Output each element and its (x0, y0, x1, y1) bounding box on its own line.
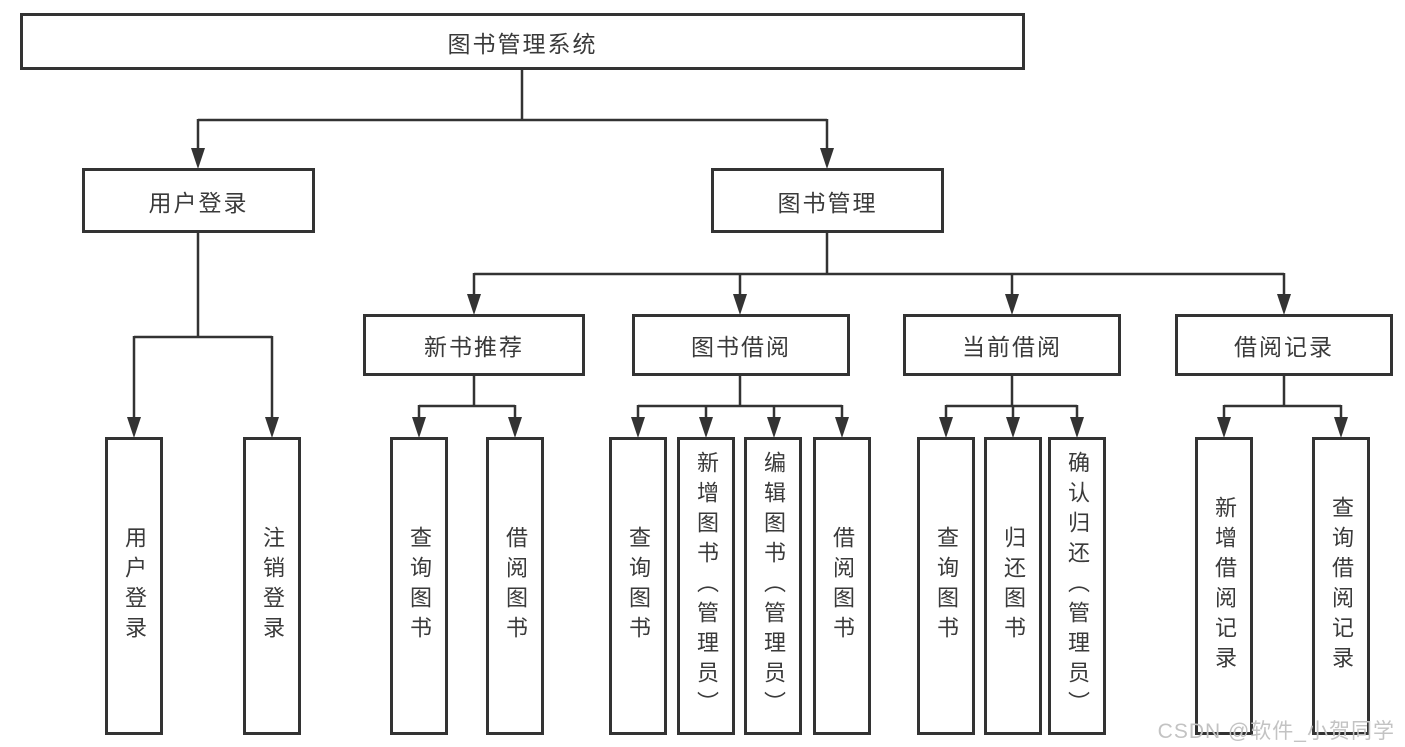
node-library-management-system: 图书管理系统 (20, 13, 1025, 70)
node-borrow-books-recommend: 借阅图书 (486, 437, 544, 735)
node-user-login: 用户登录 (82, 168, 315, 233)
node-label: 查询图书 (934, 526, 959, 646)
node-label: 借阅图书 (830, 526, 855, 646)
node-label: 新书推荐 (424, 334, 524, 360)
node-label: 新增图书（管理员） (694, 451, 719, 721)
node-query-books-recommend: 查询图书 (390, 437, 448, 735)
node-query-books-current: 查询图书 (917, 437, 975, 735)
node-label: 注销登录 (260, 526, 285, 646)
node-label: 借阅记录 (1234, 334, 1334, 360)
node-label: 用户登录 (122, 526, 147, 646)
node-query-books-borrowing: 查询图书 (609, 437, 667, 735)
node-new-book-recommendation: 新书推荐 (363, 314, 585, 376)
node-label: 查询借阅记录 (1329, 496, 1354, 676)
node-user-login-leaf: 用户登录 (105, 437, 163, 735)
node-label: 查询图书 (407, 526, 432, 646)
node-add-books-admin: 新增图书（管理员） (677, 437, 735, 735)
node-borrowing-records: 借阅记录 (1175, 314, 1393, 376)
node-query-borrow-record: 查询借阅记录 (1312, 437, 1370, 735)
node-edit-books-admin: 编辑图书（管理员） (744, 437, 802, 735)
node-label: 编辑图书（管理员） (761, 451, 786, 721)
node-borrow-books: 借阅图书 (813, 437, 871, 735)
node-return-books: 归还图书 (984, 437, 1042, 735)
node-label: 图书管理 (777, 189, 878, 216)
node-label: 用户登录 (148, 189, 249, 216)
node-add-borrow-record: 新增借阅记录 (1195, 437, 1253, 735)
node-label: 当前借阅 (962, 334, 1062, 360)
watermark: CSDN @软件_小贺同学 (1157, 720, 1395, 743)
node-label: 确认归还（管理员） (1065, 451, 1090, 721)
node-book-management: 图书管理 (711, 168, 944, 233)
node-current-borrowing: 当前借阅 (903, 314, 1121, 376)
node-label: 归还图书 (1001, 526, 1026, 646)
node-confirm-return-admin: 确认归还（管理员） (1048, 437, 1106, 735)
node-logout: 注销登录 (243, 437, 301, 735)
node-label: 新增借阅记录 (1212, 496, 1237, 676)
node-label: 借阅图书 (503, 526, 528, 646)
node-label: 查询图书 (626, 526, 651, 646)
node-label: 图书管理系统 (447, 30, 598, 57)
node-book-borrowing: 图书借阅 (632, 314, 850, 376)
node-label: 图书借阅 (691, 334, 791, 360)
